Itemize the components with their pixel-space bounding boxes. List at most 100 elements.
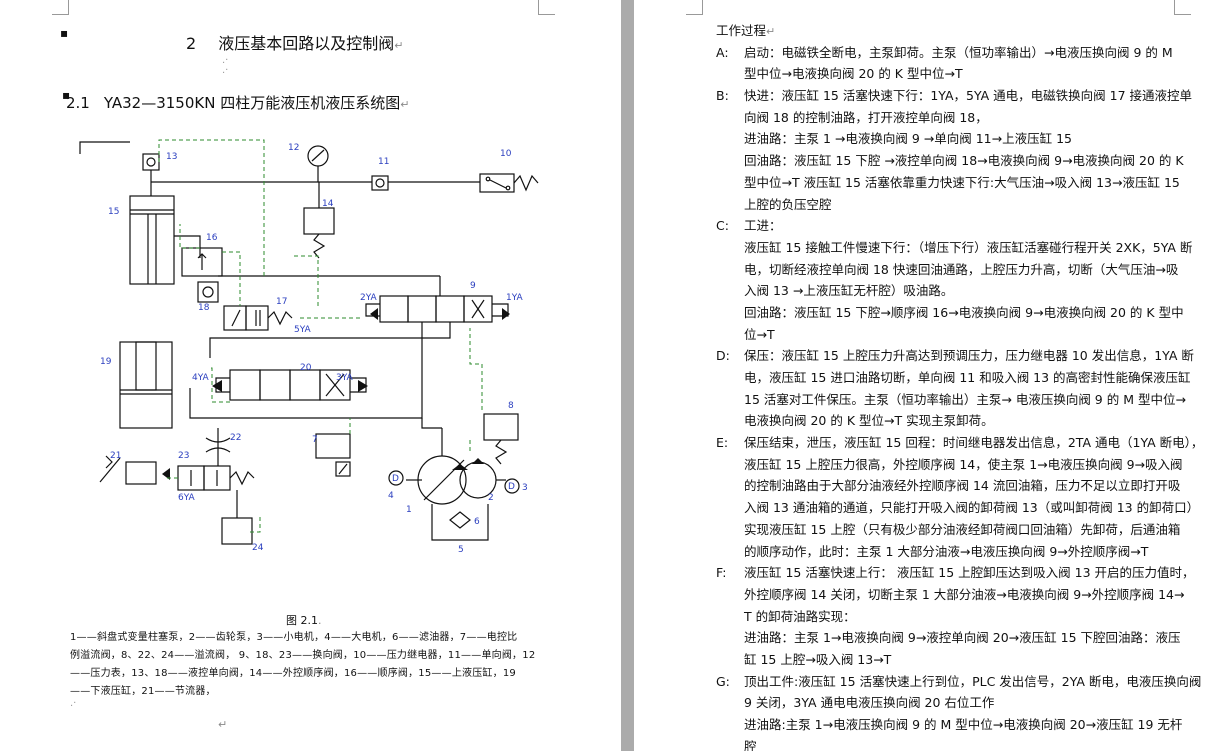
text-line: 外控顺序阀 14 关闭，切断主泵 1 大部分油液→电液换向阀 9→外控顺序阀 1… — [716, 584, 1196, 606]
tank-5-symbol — [431, 504, 489, 541]
line-text: 9 关闭，3YA 通电电液压换向阀 20 右位工作 — [744, 695, 995, 711]
figure-caption-text: 图 2.1 — [286, 614, 318, 627]
line-text: 启动：电磁铁全断电，主泵卸荷。主泵（恒功率输出）→电液压换向阀 9 的 M — [744, 44, 1173, 60]
text-line: A: 启动：电磁铁全断电，主泵卸荷。主泵（恒功率输出）→电液压换向阀 9 的 M — [716, 42, 1196, 64]
sequence-valve-16-symbol — [181, 247, 223, 277]
diagram-label-22: 22 — [230, 433, 241, 443]
paragraph-mark: ↵ — [400, 98, 410, 111]
figure-caption: 图 2.1. — [286, 612, 322, 628]
text-line: 15 活塞对工件保压。主泵（恒功率输出）主泵→ 电液压换向阀 9 的 M 型中位… — [716, 389, 1196, 411]
relief-valve-24-symbol — [221, 517, 253, 545]
work-process-title-text: 工作过程 — [716, 23, 767, 38]
bullet-mark: ▪ — [60, 26, 69, 40]
text-line: 入阀 13 通油箱的通道，只能打开吸入阀的卸荷阀 13（或叫卸荷阀 13 的卸荷… — [716, 497, 1200, 519]
text-line: 进油路:主泵 1→电液压换向阀 9 的 M 型中位→电液换向阀 20→液压缸 1… — [716, 714, 1196, 736]
relief-valve-7-symbol — [315, 433, 351, 459]
empty-paragraph-marks: .· — [70, 698, 77, 709]
line-text: 缸 15 上腔→吸入阀 13→T — [744, 651, 892, 667]
diagram-label-20: 20 — [300, 363, 312, 373]
diagram-label-24: 24 — [252, 543, 264, 553]
text-line: 上腔的负压空腔 — [716, 194, 1196, 216]
text-line: 型中位→T 液压缸 15 活塞依靠重力快速下行:大气压油→吸入阀 13→液压缸 … — [716, 172, 1196, 194]
text-line: 进油路：主泵 1→电液换向阀 9→液控单向阀 20→液压缸 15 下腔回油路：液… — [716, 627, 1196, 649]
text-line: 进油路：主泵 1 →电液换向阀 9 →单向阀 11→上液压缸 15 — [716, 128, 1196, 150]
pilot-check-18-symbol — [197, 281, 219, 303]
diagram-label-12: 12 — [288, 143, 299, 153]
paragraph-mark: ↵ — [766, 25, 776, 38]
diagram-label-2: 2 — [488, 493, 494, 503]
text-line: T 的卸荷油路实现： — [716, 606, 1196, 628]
text-line: E:保压结束，泄压，液压缸 15 回程：时间继电器发出信息，2TA 通电（1YA… — [716, 432, 1203, 454]
line-text: 型中位→T 液压缸 15 活塞依靠重力快速下行:大气压油→吸入阀 13→液压缸 … — [744, 174, 1180, 190]
solenoid-label-5ya: 5YA — [294, 325, 312, 335]
step-label: D: — [716, 348, 730, 364]
valve-9-left-cell — [379, 295, 409, 323]
cylinder-19-symbol — [119, 341, 173, 429]
work-process-text: 工作过程↵ A: 启动：电磁铁全断电，主泵卸荷。主泵（恒功率输出）→电液压换向阀 … — [716, 20, 1203, 751]
text-line: 9 关闭，3YA 通电电液压换向阀 20 右位工作 — [716, 692, 1196, 714]
line-text: 位→T — [744, 326, 775, 342]
line-text: 外控顺序阀 14 关闭，切断主泵 1 大部分油液→电液换向阀 9→外控顺序阀 1… — [744, 586, 1185, 602]
step-label: C: — [716, 218, 729, 234]
diagram-label-7: 7 — [312, 435, 318, 445]
step-label: F: — [716, 565, 727, 581]
line-text: 的控制油路由于大部分油液经外控顺序阀 14 流回油箱，压力不足以立即打开吸 — [744, 478, 1181, 494]
line-text: 电液换向阀 20 的 K 型位→T 实现主泵卸荷。 — [744, 413, 994, 429]
text-line: 回油路：液压缸 15 下腔 →液控单向阀 18→电液换向阀 9→电液换向阀 20… — [716, 150, 1196, 172]
text-line: 电液换向阀 20 的 K 型位→T 实现主泵卸荷。 — [716, 410, 1196, 432]
margin-corner-mark — [1174, 0, 1191, 15]
diagram-label-21: 21 — [110, 451, 121, 461]
line-text: 工进： — [744, 218, 782, 234]
line-text: 实现液压缸 15 上腔（只有极少部分油液经卸荷阀口回油箱）先卸荷，后通油箱 — [744, 521, 1181, 537]
line-text: 向阀 18 的控制油路，打开液控单向阀 18， — [744, 109, 988, 125]
text-line: 位→T — [716, 324, 1196, 346]
motor-label-d-left: D — [392, 474, 399, 484]
diagram-label-15: 15 — [108, 207, 119, 217]
diagram-label-14: 14 — [322, 199, 334, 209]
diagram-label-3: 3 — [522, 483, 528, 493]
solenoid-label-1ya: 1YA — [506, 293, 524, 303]
empty-paragraph-marks: .·.· — [222, 55, 229, 76]
line-text: 入阀 13 通油箱的通道，只能打开吸入阀的卸荷阀 13（或叫卸荷阀 13 的卸荷… — [744, 500, 1200, 516]
chapter-title: 液压基本回路以及控制阀 — [218, 34, 395, 53]
line-text: 进油路：主泵 1 →电液换向阀 9 →单向阀 11→上液压缸 15 — [744, 131, 1072, 147]
solenoid-label-3ya: 3YA — [336, 373, 354, 383]
text-line: 型中位→电液换向阀 20 的 K 型中位→T — [716, 63, 1196, 85]
sequence-valve-14-symbol — [303, 207, 335, 235]
diagram-label-5: 5 — [458, 545, 464, 555]
text-line: 回油路：液压缸 15 下腔→顺序阀 16→电液换向阀 9→电液换向阀 20 的 … — [716, 302, 1196, 324]
text-line: 的控制油路由于大部分油液经外控顺序阀 14 流回油箱，压力不足以立即打开吸 — [716, 475, 1196, 497]
valve-17-right-cell — [245, 305, 269, 331]
legend-line: ——下液压缸，21——节流器， — [70, 686, 216, 697]
line-text: 电，液压缸 15 进口油路切断，单向阀 11 和吸入阀 13 的高密封性能确保液… — [744, 370, 1191, 385]
line-text: 的顺序动作，此时：主泵 1 大部分油液→电液压换向阀 9→外控顺序阀→T — [744, 543, 1149, 559]
relief-valve-8-symbol — [483, 413, 519, 441]
margin-corner-mark — [686, 0, 703, 15]
cylinder-15-symbol — [129, 195, 175, 285]
line-text: 快进：液压缸 15 活塞快速下行：1YA，5YA 通电，电磁铁换向阀 17 接通… — [744, 88, 1193, 104]
diagram-label-4: 4 — [388, 491, 394, 501]
text-line: 液压缸 15 接触工件慢速下行：（增压下行）液压缸活塞碰行程开关 2XK，5YA… — [716, 237, 1196, 259]
line-text: 保压结束，泄压，液压缸 15 回程：时间继电器发出信息，2TA 通电（1YA 断… — [744, 435, 1204, 451]
diagram-label-19: 19 — [100, 357, 112, 367]
line-text: 入阀 13 →上液压缸无杆腔）吸油路。 — [744, 283, 954, 299]
text-line: 电，液压缸 15 进口油路切断，单向阀 11 和吸入阀 13 的高密封性能确保液… — [716, 367, 1196, 389]
diagram-label-6: 6 — [474, 517, 480, 527]
solenoid-label-2ya: 2YA — [360, 293, 378, 303]
line-text: 上腔的负压空腔 — [744, 196, 832, 212]
paragraph-mark: . — [318, 614, 322, 627]
paragraph-mark: ↵ — [394, 39, 404, 52]
line-text: 型中位→电液换向阀 20 的 K 型中位→T — [744, 66, 963, 82]
step-label: A: — [716, 44, 729, 60]
diagram-label-23: 23 — [178, 451, 189, 461]
line-text: 回油路：液压缸 15 下腔→顺序阀 16→电液换向阀 9→电液换向阀 20 的 … — [744, 304, 1184, 320]
text-line: B: 快进：液压缸 15 活塞快速下行：1YA，5YA 通电，电磁铁换向阀 17 … — [716, 85, 1196, 107]
text-line: D:保压：液压缸 15 上腔压力升高达到预调压力，压力继电器 10 发出信息，1… — [716, 345, 1196, 367]
step-label: B: — [716, 88, 729, 104]
diagram-label-18: 18 — [198, 303, 210, 313]
line-text: 腔 — [744, 738, 757, 751]
line-text: 液压缸 15 上腔压力很高，外控顺序阀 14，使主泵 1→电液压换向阀 9→吸入… — [744, 456, 1183, 472]
diagram-label-16: 16 — [206, 233, 218, 243]
solenoid-label-4ya: 4YA — [192, 373, 210, 383]
